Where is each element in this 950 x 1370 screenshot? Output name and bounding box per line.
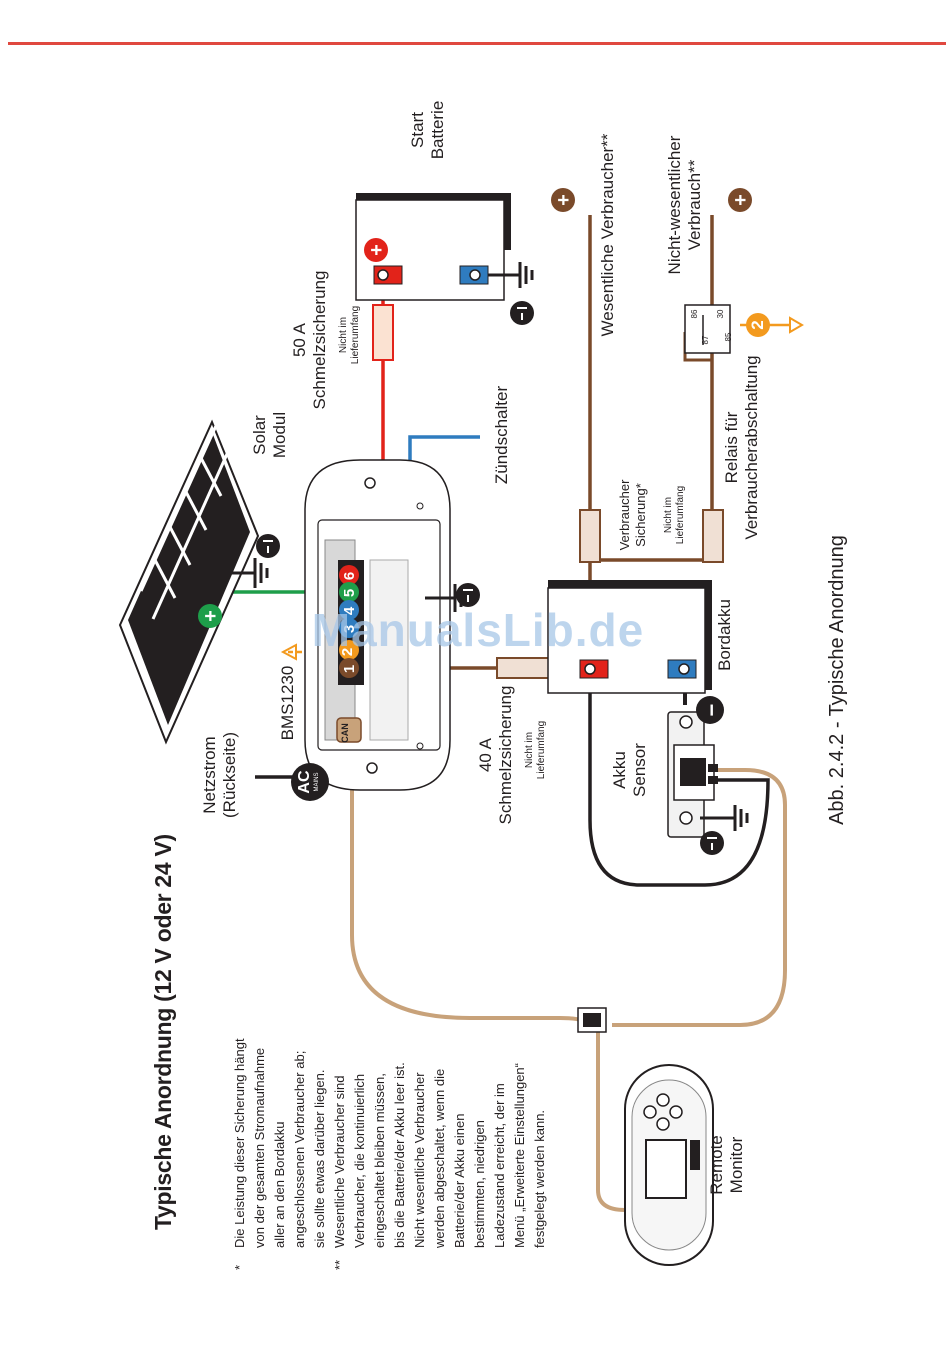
mains-label: Netzstrom(Rückseite)	[200, 732, 239, 818]
nonessential-plus-badge	[728, 188, 752, 212]
footnote-2-marker: **	[332, 1259, 347, 1270]
remote-monitor	[624, 1064, 714, 1266]
terminal-5	[339, 582, 359, 602]
arrow-relay-2	[789, 316, 804, 334]
bms-label: BMS1230	[278, 665, 297, 741]
relay-pin-30: 30	[716, 309, 725, 319]
arrow-signal-2	[280, 643, 297, 661]
watermark: ManualsLib.de	[311, 604, 645, 656]
fuse-50a	[372, 304, 394, 361]
terminal-6	[339, 565, 359, 585]
terminal-1	[339, 658, 359, 678]
relay-pin-86: 86	[690, 309, 699, 319]
terminal-label-5: 5	[341, 588, 358, 598]
sensor-neg-loop	[588, 692, 770, 887]
fuse-40a	[496, 657, 550, 679]
plus-symbol-essential: +	[553, 194, 575, 206]
terminal-3	[339, 618, 359, 638]
top-rule	[8, 42, 946, 45]
solar-ground	[212, 558, 269, 588]
start-battery-lid	[356, 193, 511, 250]
footnote-1-marker: *	[232, 1264, 247, 1270]
solar-plus-badge	[198, 604, 222, 628]
relay-signal-number: 2	[748, 320, 767, 330]
can-cable	[350, 740, 587, 1024]
start-battery-ground	[488, 262, 534, 288]
essential-label: Wesentliche Verbraucher**	[598, 133, 617, 337]
essential-plus-badge	[551, 188, 575, 212]
relay-pin-87: 87	[701, 335, 710, 345]
terminal-4	[339, 600, 359, 620]
terminal-2	[339, 640, 359, 660]
ac-badge-text: AC	[296, 770, 313, 794]
battery-sensor	[667, 711, 718, 838]
house-battery-label: Bordakku	[715, 599, 734, 671]
relay-pin-85: 85	[724, 332, 733, 342]
fuse-essential	[579, 509, 601, 563]
ac-badge-subtext: MAINS	[314, 772, 320, 792]
plus-symbol-solar: +	[200, 610, 222, 622]
start-plus-badge	[364, 238, 388, 262]
sensor-ground	[700, 805, 749, 831]
bms-ground	[425, 584, 469, 612]
footnote-1: Die Leistung dieser Sicherung hängt von …	[232, 1038, 327, 1248]
minus-symbol-house: −	[699, 703, 724, 717]
remote-cable	[596, 1030, 626, 1212]
page-title: Typische Anordnung (12 V oder 24 V)	[150, 834, 176, 1230]
house-minus-badge	[696, 696, 724, 724]
relay-2-badge	[746, 313, 770, 337]
footnote-2: Wesentliche Verbraucher sind Verbraucher…	[332, 1062, 547, 1248]
terminal-label-6: 6	[341, 571, 358, 581]
plus-symbol-start: +	[366, 244, 388, 256]
figure-caption: Abb. 2.4.2 - Typische Anordnung	[826, 535, 848, 825]
terminal-label-1: 1	[341, 664, 358, 674]
ac-badge	[291, 763, 329, 801]
plus-symbol-nonessential: +	[730, 194, 752, 206]
solar-panel	[118, 405, 260, 745]
fuse-nonessential	[702, 509, 724, 563]
sensor-cable	[612, 768, 787, 1027]
relay-body	[684, 304, 731, 354]
ignition-label: Zündschalter	[492, 385, 511, 485]
can-port-label: CAN	[340, 723, 350, 743]
